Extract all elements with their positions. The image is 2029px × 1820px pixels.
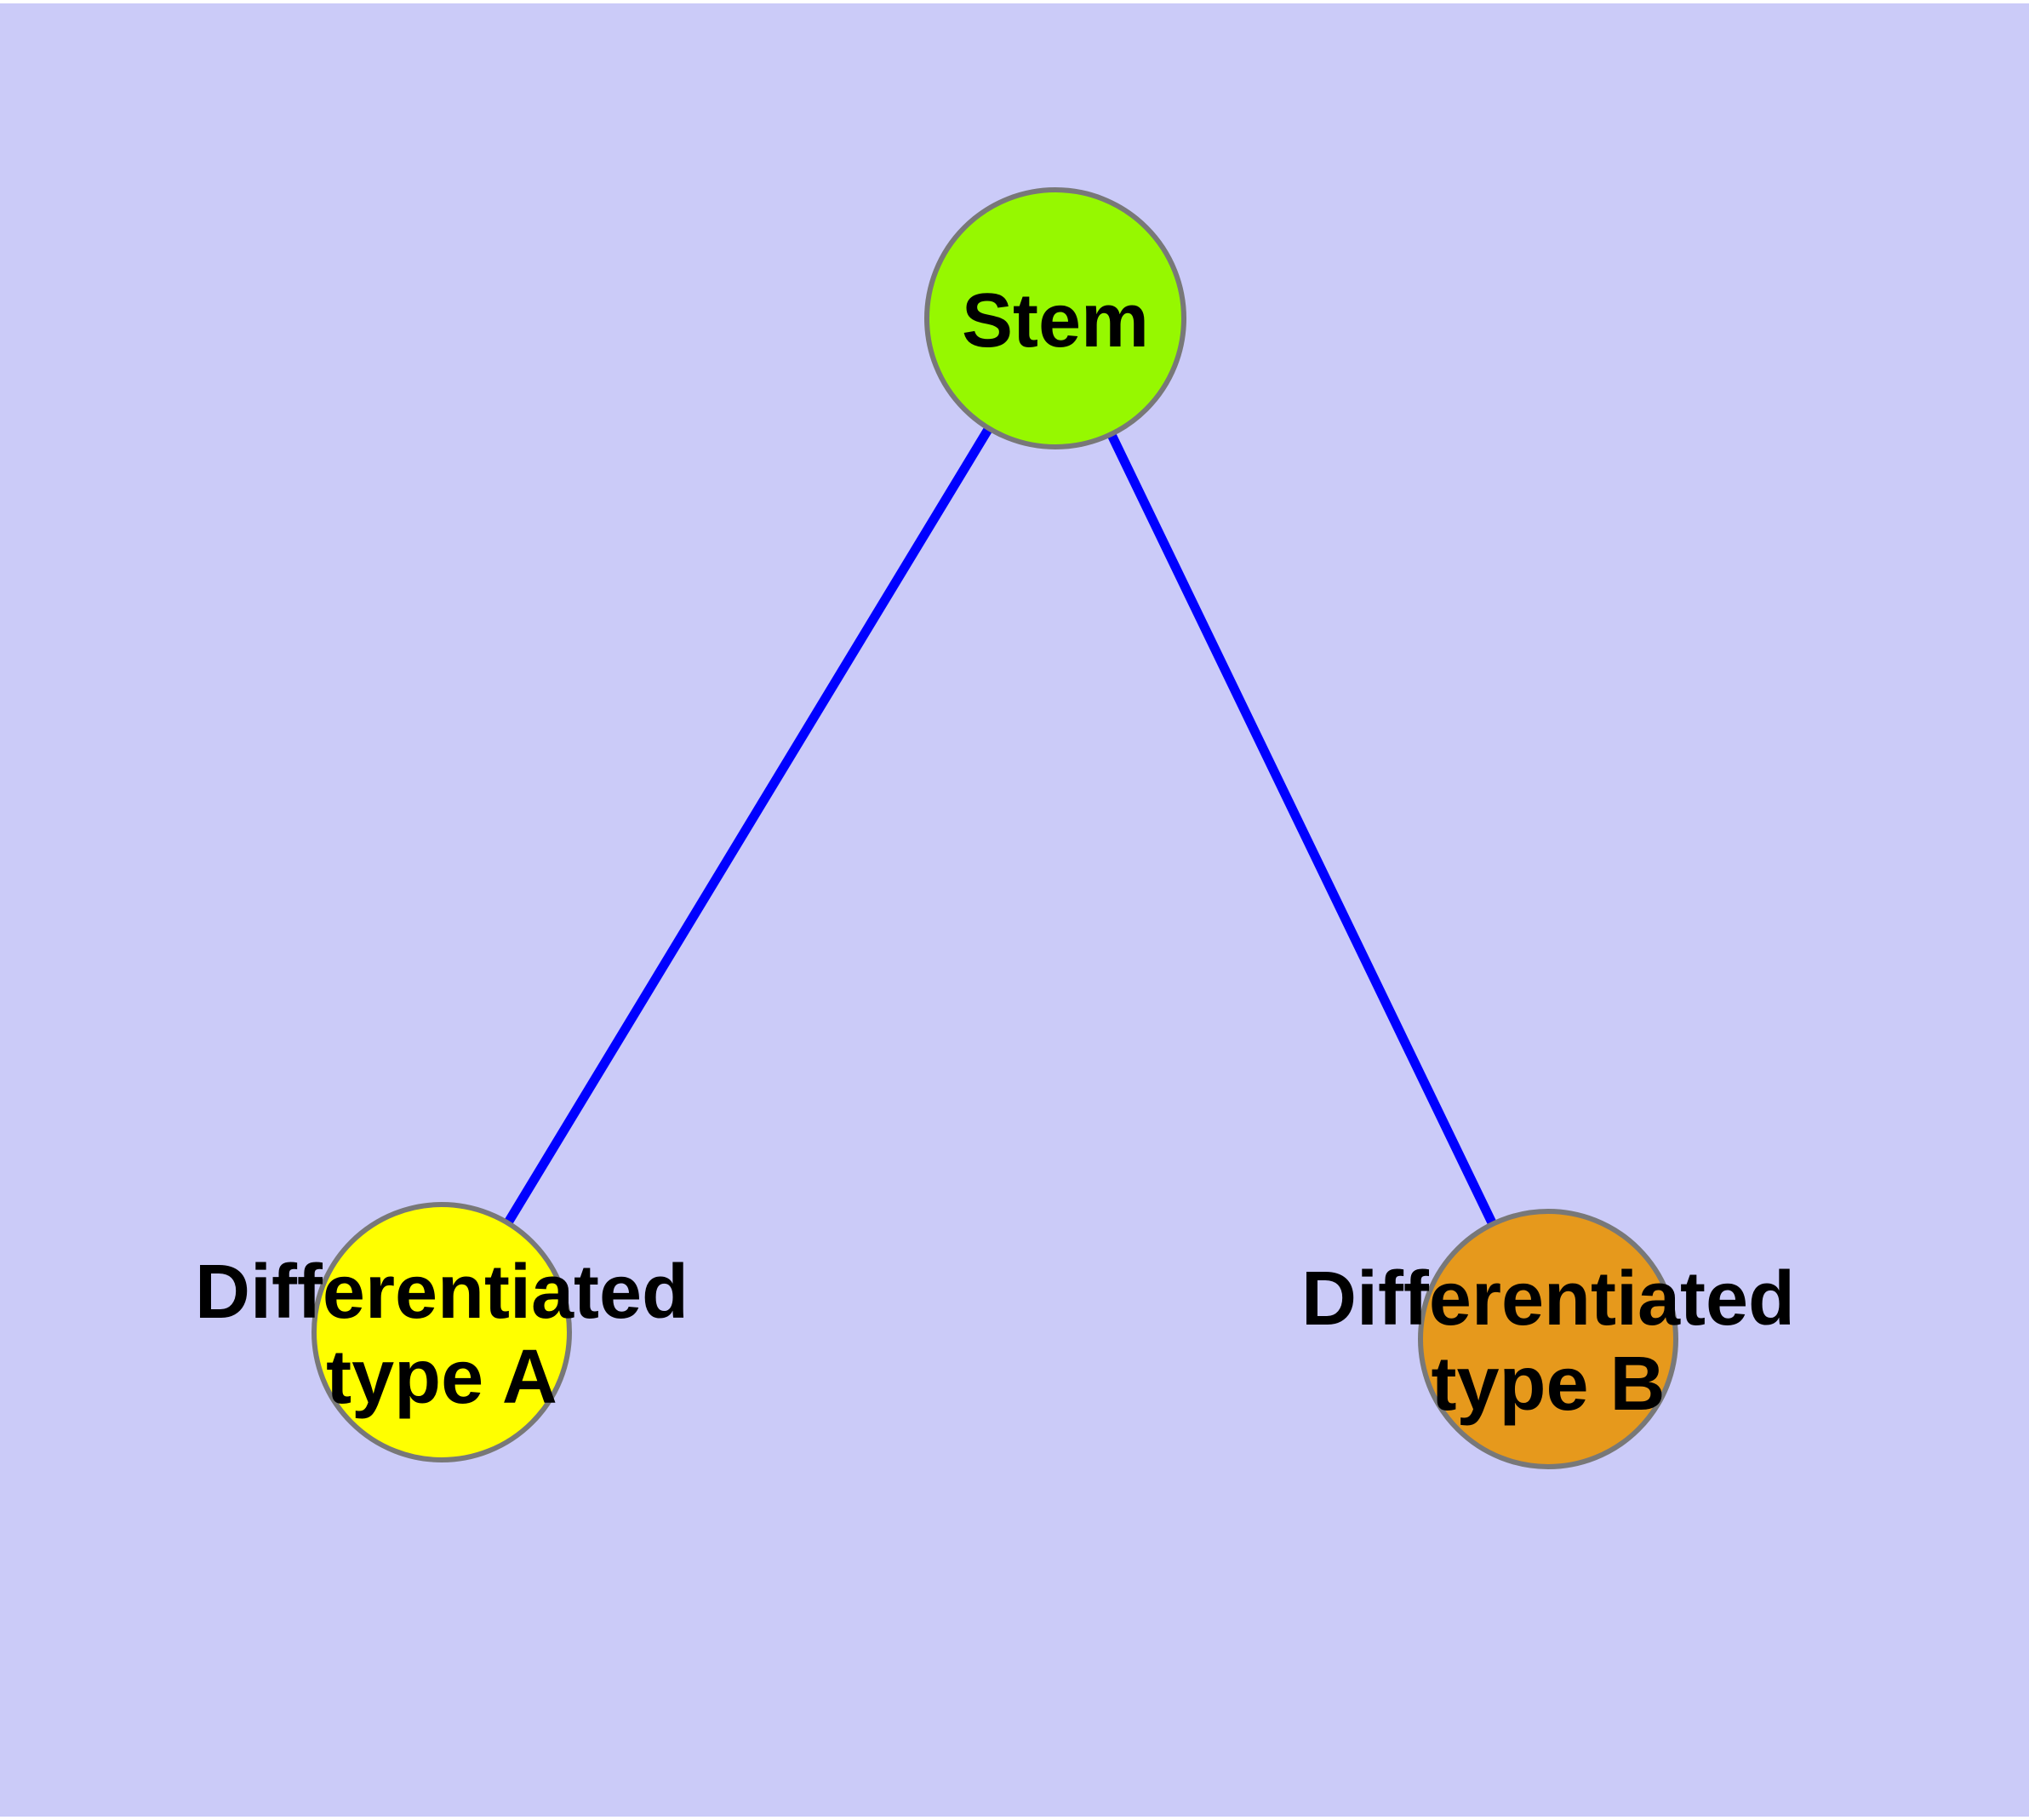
node-differentiated-type-a-label-line: type A — [326, 1335, 557, 1420]
node-stem-label-line: Stem — [962, 278, 1149, 363]
edge-stem-to-differentiated-type-a — [437, 316, 1060, 1335]
edge-stem-to-differentiated-type-b — [1051, 316, 1552, 1342]
node-stem-circle — [924, 187, 1186, 449]
node-differentiated-type-b-label-line: Differentiated — [1301, 1256, 1795, 1342]
node-differentiated-type-b-circle — [1418, 1209, 1678, 1469]
node-differentiated-type-a-circle — [311, 1202, 572, 1462]
node-differentiated-type-a-label-line: Differentiated — [195, 1250, 689, 1335]
node-stem-label: Stem — [962, 278, 1149, 363]
node-differentiated-type-b-label-line: type B — [1431, 1342, 1665, 1427]
